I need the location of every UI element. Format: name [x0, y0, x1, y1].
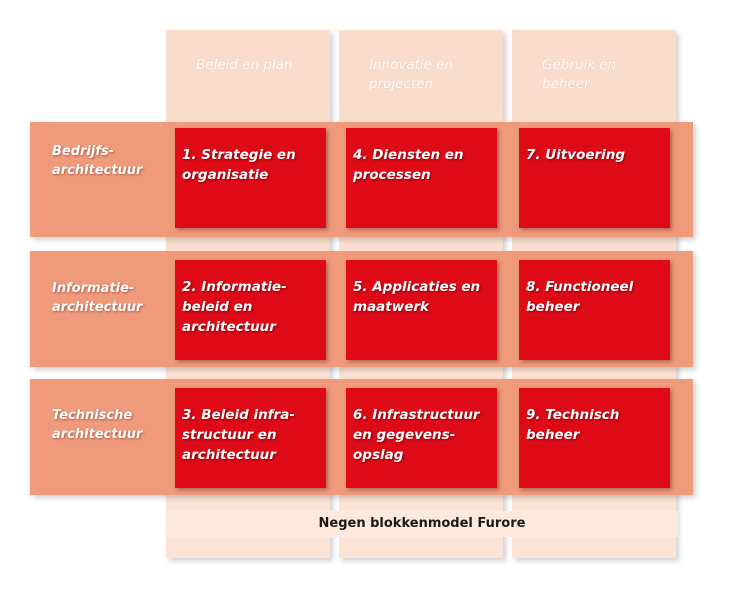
cell-label: 7. Uitvoering: [526, 147, 626, 163]
cell-label: 3. Beleid infra- structuur en architectu…: [182, 407, 295, 463]
cell-label: 2. Informatie- beleid en architectuur: [182, 279, 287, 335]
cell-uitvoering: 7. Uitvoering: [519, 128, 670, 228]
cell-label: 5. Applicaties en maatwerk: [353, 279, 481, 315]
row-header: Informatie- architectuur: [52, 281, 143, 315]
cell-technisch-beheer: 9. Technisch beheer: [519, 388, 670, 488]
column-header: Gebruik en beheer: [542, 57, 617, 92]
row-header: Technische architectuur: [52, 408, 143, 442]
cell-infrastructuur-en-gegevensopslag: 6. Infrastructuur en gegevens- opslag: [346, 388, 497, 488]
cell-informatiebeleid-en-architectuur: 2. Informatie- beleid en architectuur: [175, 260, 326, 360]
diagram-caption: Negen blokkenmodel Furore: [166, 511, 678, 537]
cell-label: 9. Technisch beheer: [526, 407, 620, 443]
cell-label: 1. Strategie en organisatie: [182, 147, 296, 183]
cell-label: 6. Infrastructuur en gegevens- opslag: [353, 407, 480, 463]
cell-diensten-en-processen: 4. Diensten en processen: [346, 128, 497, 228]
cell-beleid-infrastructuur-en-architectuur: 3. Beleid infra- structuur en architectu…: [175, 388, 326, 488]
row-header: Bedrijfs- architectuur: [52, 144, 143, 178]
column-header: Beleid en plan: [196, 57, 293, 73]
cell-functioneel-beheer: 8. Functioneel beheer: [519, 260, 670, 360]
cell-label: 8. Functioneel beheer: [526, 279, 634, 315]
cell-label: 4. Diensten en processen: [353, 147, 464, 183]
column-header: Innovatie en projecten: [369, 57, 454, 92]
cell-strategie-en-organisatie: 1. Strategie en organisatie: [175, 128, 326, 228]
cell-applicaties-en-maatwerk: 5. Applicaties en maatwerk: [346, 260, 497, 360]
